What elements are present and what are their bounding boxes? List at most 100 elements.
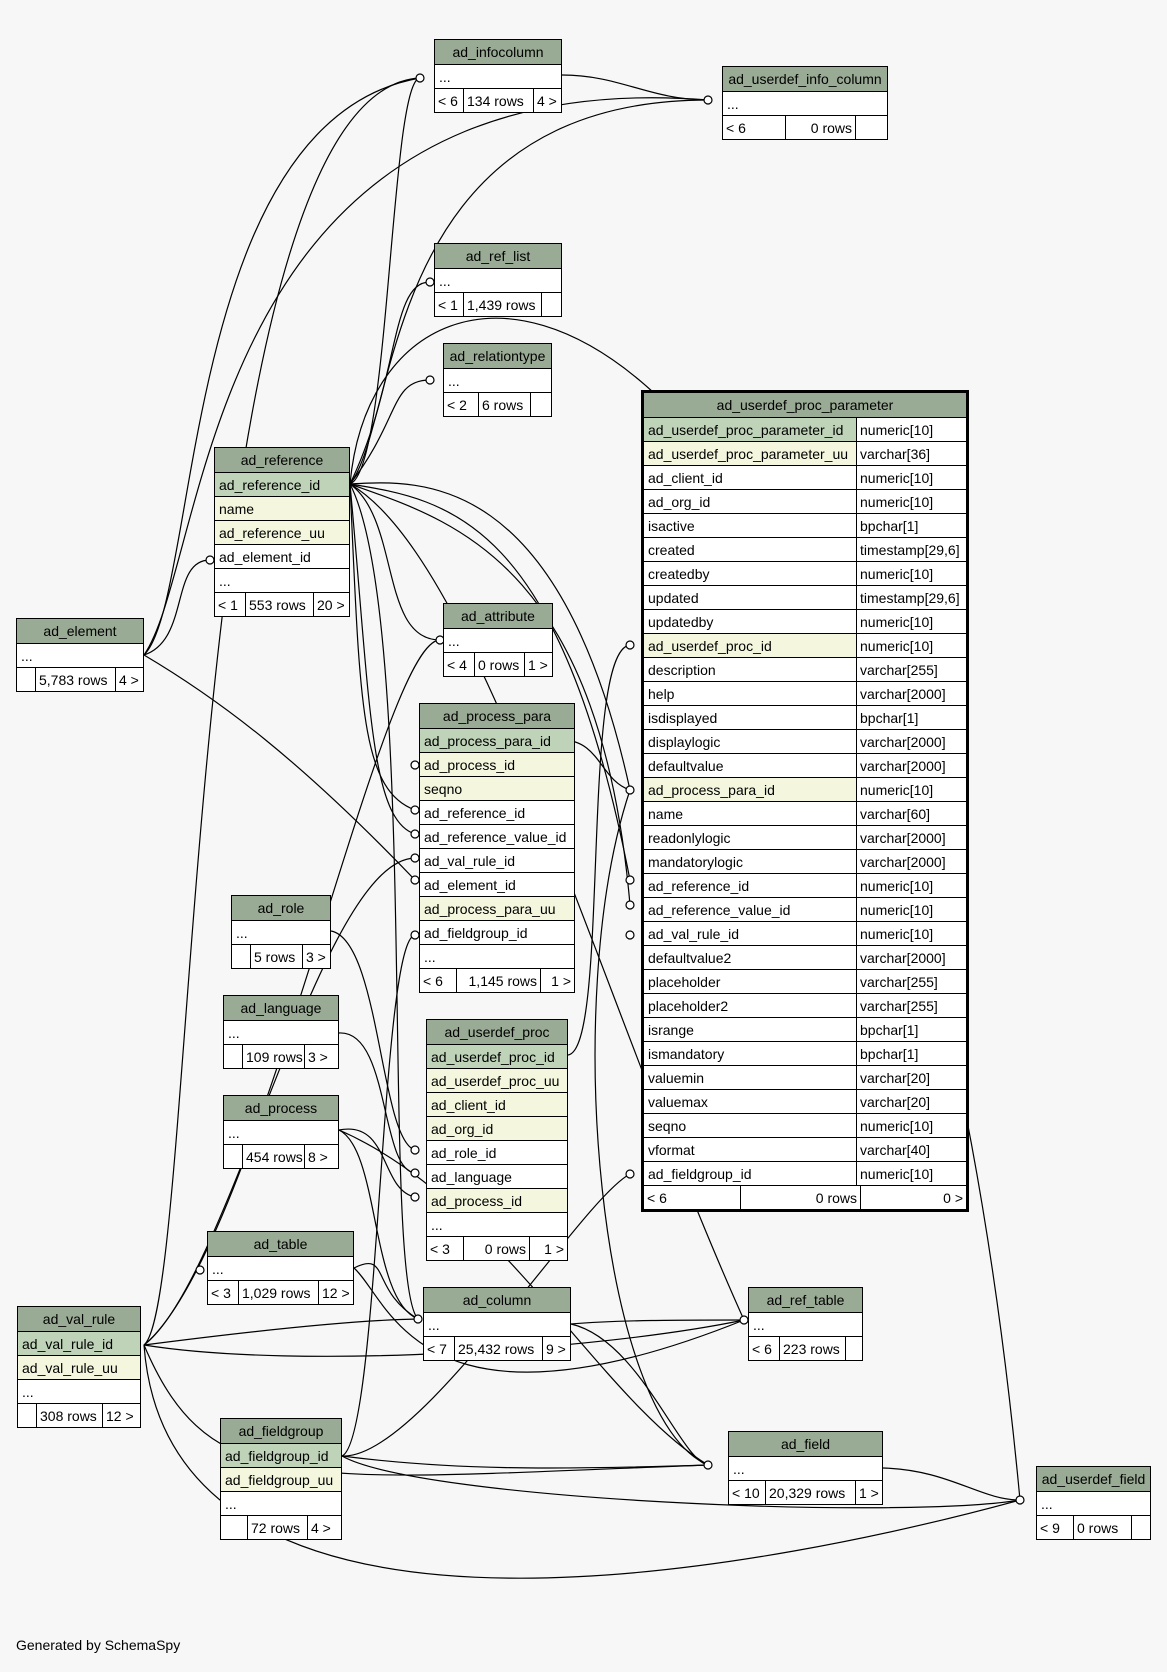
table-ad-ref-list[interactable]: ad_ref_list ... < 1 1,439 rows <box>434 243 562 317</box>
stat-children <box>541 293 561 316</box>
optional-relation-marker <box>415 73 425 83</box>
stat-parents <box>221 1516 247 1539</box>
stat-children: 12 > <box>102 1404 140 1427</box>
table-ad-field[interactable]: ad_field ... < 10 20,329 rows 1 > <box>728 1431 883 1505</box>
columns-ellipsis: ... <box>22 1383 34 1400</box>
columns-ellipsis: ... <box>448 372 460 389</box>
column-type-cell: numeric[10] <box>856 1162 966 1185</box>
optional-relation-marker <box>410 1145 420 1155</box>
table-stats: < 7 25,432 rows 9 > <box>424 1337 570 1360</box>
column-ad-fieldgroup-id: ad_fieldgroup_id <box>424 924 528 941</box>
stat-rows: 0 rows <box>1073 1516 1131 1539</box>
stat-children <box>855 116 887 139</box>
optional-relation-marker <box>625 1169 635 1179</box>
stat-rows: 5,783 rows <box>35 668 115 691</box>
optional-relation-marker <box>410 760 420 770</box>
table-ad-ref-table[interactable]: ad_ref_table ... < 6 223 rows <box>748 1287 863 1361</box>
column-ad-reference-uu: ad_reference_uu <box>219 524 325 541</box>
table-ad-column[interactable]: ad_column ... < 7 25,432 rows 9 > <box>423 1287 571 1361</box>
table-title: ad_attribute <box>444 604 552 628</box>
table-ad-userdef-proc-parameter[interactable]: ad_userdef_proc_parameter ad_userdef_pro… <box>641 390 969 1212</box>
columns-ellipsis: ... <box>753 1316 765 1333</box>
column-name-cell: ad_client_id <box>644 466 856 489</box>
stat-parents: < 6 <box>423 972 443 989</box>
relationship-line <box>570 1319 745 1325</box>
columns-ellipsis: ... <box>236 924 248 941</box>
optional-relation-marker <box>625 785 635 795</box>
table-ad-reference[interactable]: ad_reference ad_reference_id name ad_ref… <box>214 447 350 617</box>
column-name-cell: mandatorylogic <box>644 850 856 873</box>
table-title: ad_relationtype <box>444 344 551 368</box>
table-stats: < 6 0 rows <box>723 116 887 139</box>
table-ad-relationtype[interactable]: ad_relationtype ... < 2 6 rows <box>443 343 552 417</box>
stat-children: 3 > <box>302 945 330 968</box>
table-ad-attribute[interactable]: ad_attribute ... < 4 0 rows 1 > <box>443 603 553 677</box>
column-name-cell: placeholder2 <box>644 994 856 1017</box>
table-ad-language[interactable]: ad_language ... 109 rows 3 > <box>223 995 339 1069</box>
relationship-line <box>330 930 416 1151</box>
relationship-line <box>143 559 211 656</box>
table-ad-userdef-info-column[interactable]: ad_userdef_info_column ... < 6 0 rows <box>722 66 888 140</box>
stat-rows: 223 rows <box>779 1337 845 1360</box>
column-name-cell: placeholder <box>644 970 856 993</box>
column-ad-element-id: ad_element_id <box>219 548 311 565</box>
stat-parents <box>18 1404 36 1427</box>
stat-children <box>1131 1516 1150 1539</box>
columns-ellipsis: ... <box>439 272 451 289</box>
table-title: ad_val_rule <box>18 1307 140 1331</box>
table-ad-element[interactable]: ad_element ... 5,783 rows 4 > <box>16 618 144 692</box>
stat-parents <box>224 1045 242 1068</box>
column-type-cell: numeric[10] <box>856 634 966 657</box>
stat-rows: 134 rows <box>463 89 533 112</box>
stat-parents <box>17 668 35 691</box>
stat-parents: < 6 <box>752 1340 772 1357</box>
table-ad-val-rule[interactable]: ad_val_rule ad_val_rule_id ad_val_rule_u… <box>17 1306 141 1428</box>
table-title: ad_element <box>17 619 143 643</box>
column-name-cell: vformat <box>644 1138 856 1161</box>
stat-children: 8 > <box>304 1145 338 1168</box>
stat-children: 0 > <box>860 1186 966 1209</box>
relationship-line <box>341 934 416 1457</box>
relationship-line <box>143 654 416 881</box>
optional-relation-marker <box>625 875 635 885</box>
table-ad-role[interactable]: ad_role ... 5 rows 3 > <box>231 895 331 969</box>
stat-parents: < 6 <box>647 1189 667 1206</box>
column-name-cell: ad_userdef_proc_id <box>644 634 856 657</box>
column-name-cell: ad_reference_value_id <box>644 898 856 921</box>
columns-ellipsis: ... <box>727 95 739 112</box>
column-ad-language: ad_language <box>431 1168 512 1185</box>
table-title: ad_ref_table <box>749 1288 862 1312</box>
table-title: ad_reference <box>215 448 349 472</box>
column-name-cell: valuemin <box>644 1066 856 1089</box>
stat-rows: 1,439 rows <box>463 293 541 316</box>
column-type-cell: varchar[36] <box>856 442 966 465</box>
table-ad-userdef-proc[interactable]: ad_userdef_proc ad_userdef_proc_id ad_us… <box>426 1019 568 1261</box>
table-ad-infocolumn[interactable]: ad_infocolumn ... < 6 134 rows 4 > <box>434 39 562 113</box>
table-ad-table[interactable]: ad_table ... < 3 1,029 rows 12 > <box>207 1231 354 1305</box>
stat-rows: 553 rows <box>245 593 313 616</box>
stat-parents: < 1 <box>218 596 238 613</box>
column-type-cell: numeric[10] <box>856 898 966 921</box>
table-ad-userdef-field[interactable]: ad_userdef_field ... < 9 0 rows <box>1036 1466 1151 1540</box>
table-ad-fieldgroup[interactable]: ad_fieldgroup ad_fieldgroup_id ad_fieldg… <box>220 1418 342 1540</box>
stat-parents <box>232 945 250 968</box>
table-ad-process-para[interactable]: ad_process_para ad_process_para_id ad_pr… <box>419 703 575 993</box>
stat-parents: < 6 <box>726 119 746 136</box>
stat-children <box>530 393 551 416</box>
stat-rows: 109 rows <box>242 1045 304 1068</box>
optional-relation-marker <box>625 640 635 650</box>
column-name-cell: seqno <box>644 1114 856 1137</box>
table-ad-process[interactable]: ad_process ... 454 rows 8 > <box>223 1095 339 1169</box>
column-ad-reference-value-id: ad_reference_value_id <box>424 828 567 845</box>
optional-relation-marker <box>425 375 435 385</box>
